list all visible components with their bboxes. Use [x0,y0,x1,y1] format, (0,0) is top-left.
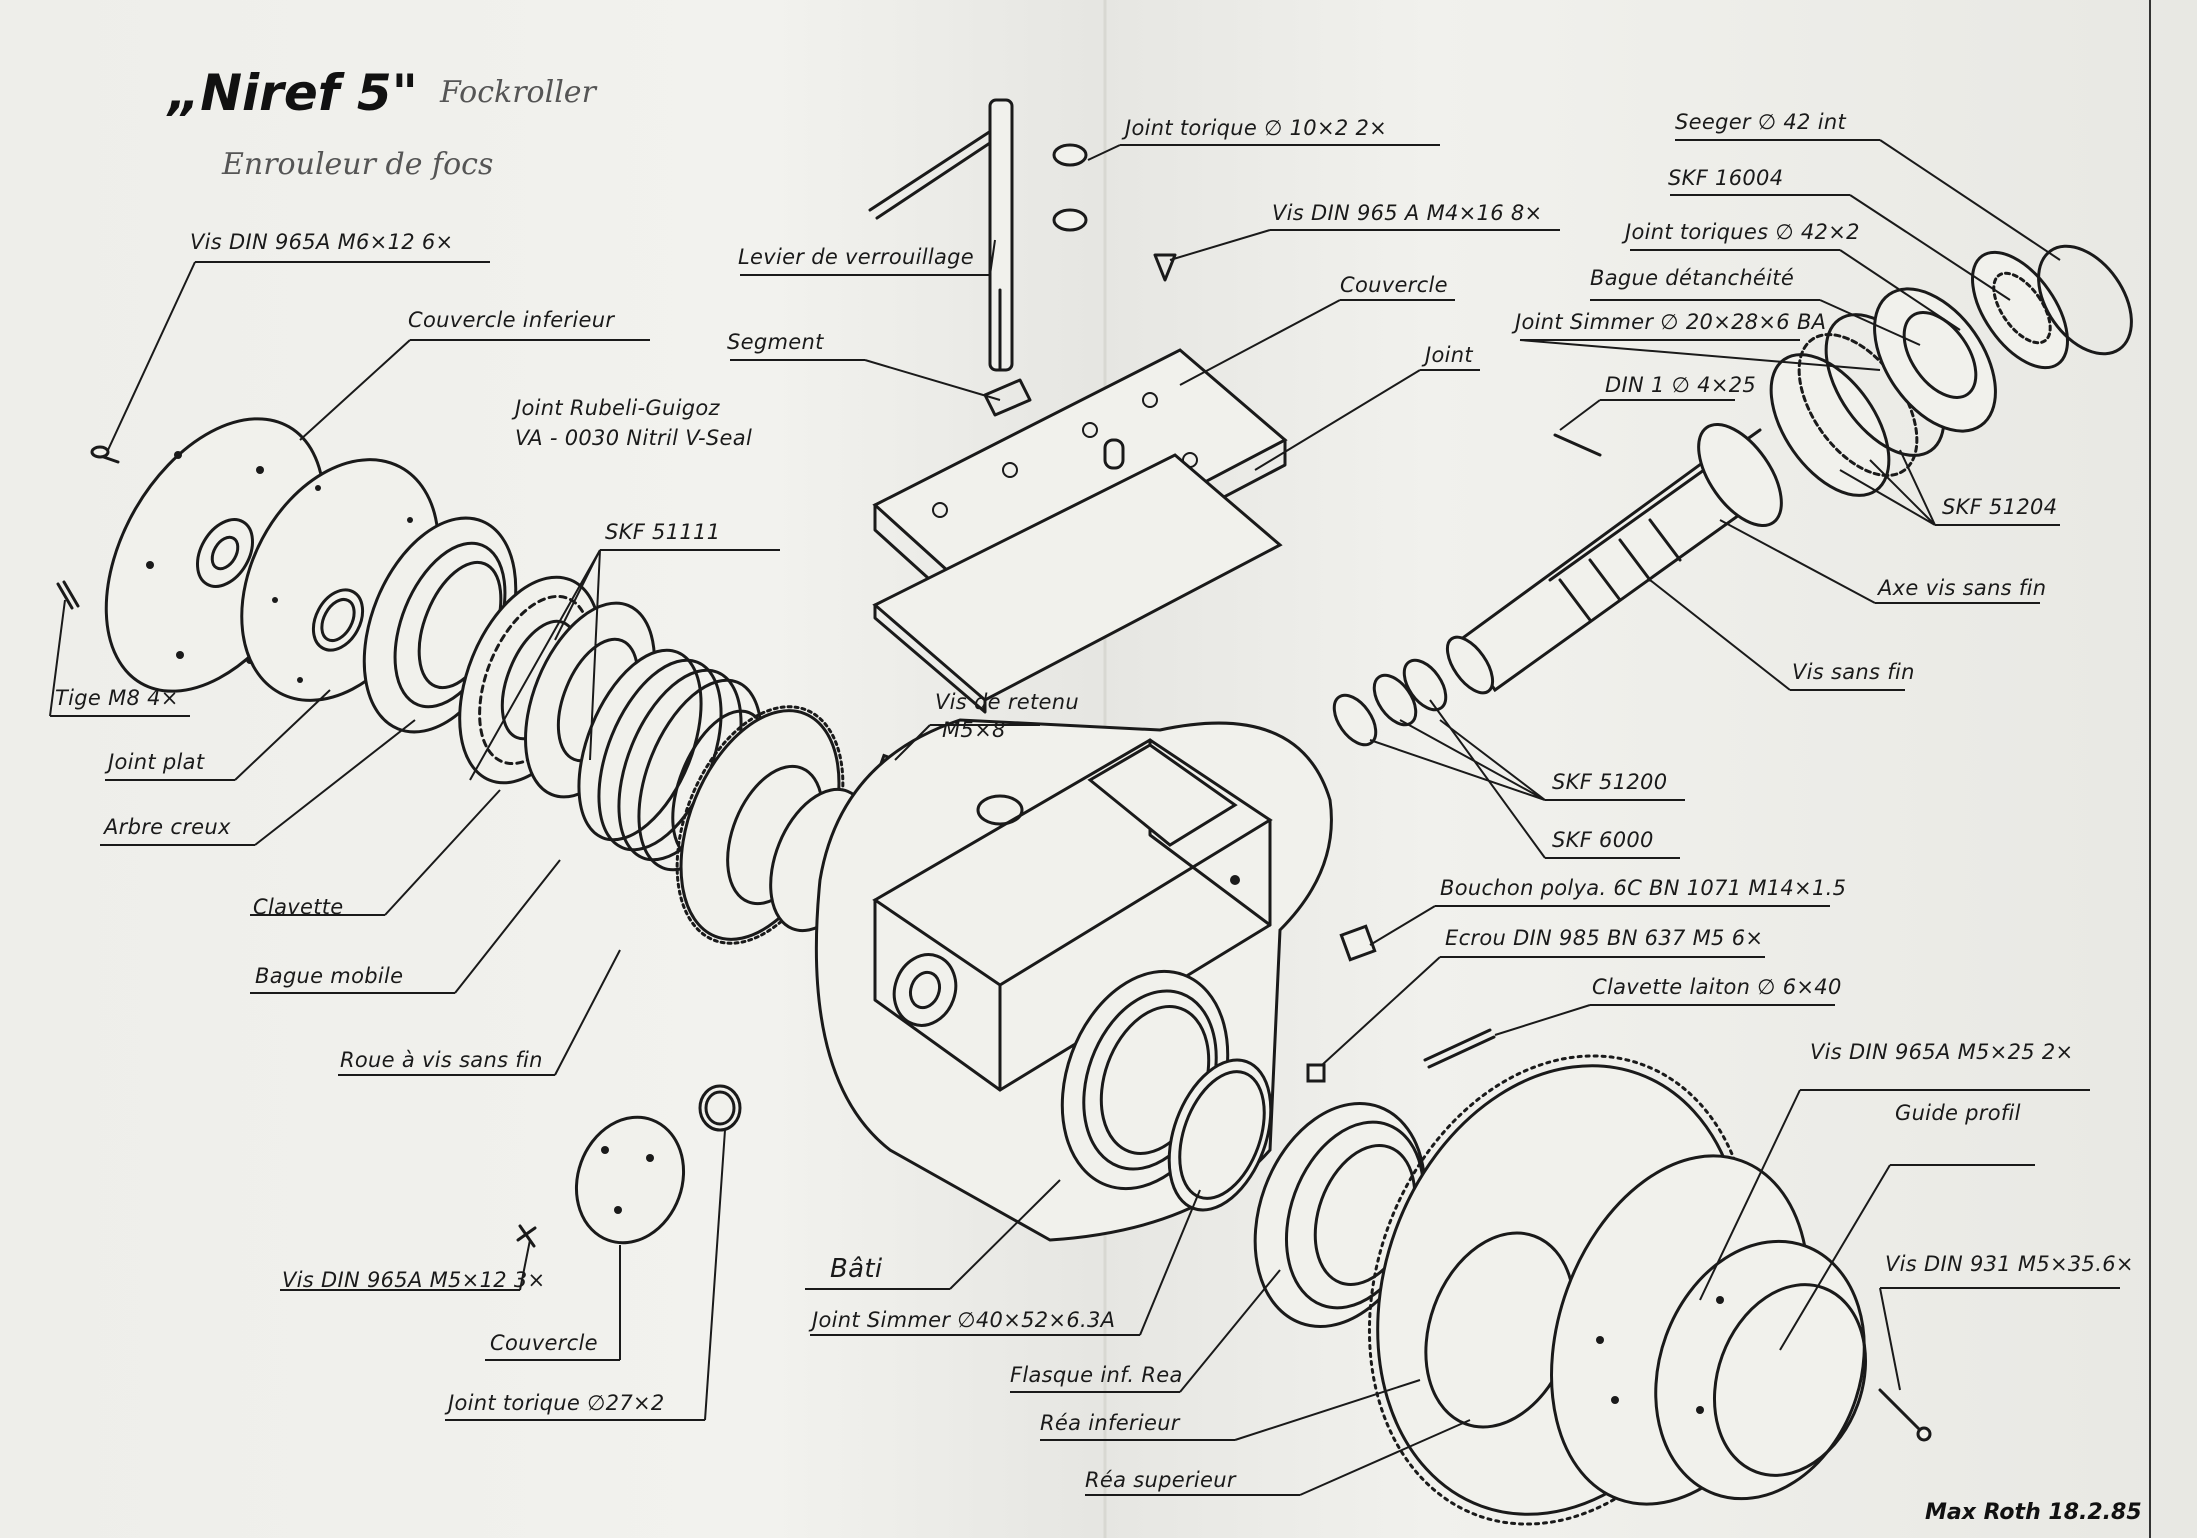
label-segment: Segment [727,330,824,354]
leader-lines [49,139,2120,1496]
couvercle-small-part [574,1115,686,1245]
label-vis-m5-12: Vis DIN 965A M5×12 3× [282,1268,546,1292]
ecrou-part [1306,1063,1326,1083]
label-arbre-creux: Arbre creux [104,815,231,839]
label-joint-torique-10: Joint torique ∅ 10×2 2× [1125,116,1388,140]
clavette-laiton-part [1423,1028,1492,1062]
bague-etancheite-part [1873,287,1997,433]
skf-16004-part [1971,250,2069,370]
label-joint-toriques-42: Joint toriques ∅ 42×2 [1625,220,1860,244]
label-vis-sans-fin: Vis sans fin [1792,660,1915,684]
label-bague-mobile: Bague mobile [255,964,404,988]
din1-pin-part [1553,433,1602,457]
signature-date: Max Roth 18.2.85 [1925,1500,2142,1525]
label-axe-vis: Axe vis sans fin [1878,576,2047,600]
label-clavette: Clavette [253,895,344,919]
label-vis-m5-35: Vis DIN 931 M5×35.6× [1885,1252,2134,1276]
label-skf-6000: SKF 6000 [1552,828,1654,852]
label-joint-simmer-40: Joint Simmer ∅40×52×6.3A [812,1308,1116,1332]
label-guide-profil: Guide profil [1895,1101,2021,1125]
label-tige-m8: Tige M8 4× [55,686,179,710]
label-vis-retenu: Vis de retenu [935,690,1079,714]
label-skf-51200: SKF 51200 [1552,770,1668,794]
screw-m6-part [90,445,120,464]
drawing-title: „Niref 5" [168,64,418,122]
worm-shaft-part [1445,422,1783,695]
joint-gasket-part [872,453,1283,714]
o-ring-10-b [1052,208,1088,232]
small-bearings-part [1332,658,1448,747]
label-joint-simmer-20: Joint Simmer ∅ 20×28×6 BA [1515,310,1827,334]
label-clavette-laiton: Clavette laiton ∅ 6×40 [1592,975,1842,999]
label-bouchon: Bouchon polya. 6C BN 1071 M14×1.5 [1440,876,1847,900]
label-seeger: Seeger ∅ 42 int [1675,110,1846,134]
pencil-note-subtitle: Enrouleur de focs [222,147,494,182]
label-couvercle-small: Couvercle [490,1331,598,1355]
bati-housing-part [814,718,1333,1242]
levier-part [868,98,1032,417]
label-bague-etancheite: Bague détanchéité [1590,266,1795,290]
label-couvercle: Couvercle [1340,273,1448,297]
label-flasque: Flasque inf. Rea [1010,1363,1183,1387]
label-rea-superieur: Réa superieur [1085,1468,1236,1492]
label-joint-rubeli: Joint Rubeli-Guigoz [515,396,720,420]
label-couvercle-inferieur: Couvercle inferieur [408,308,615,332]
pencil-note: Fockroller [440,75,596,110]
label-vis-m6: Vis DIN 965A M6×12 6× [190,230,454,254]
label-joint-torique-27: Joint torique ∅27×2 [448,1391,665,1415]
label-vis-m4: Vis DIN 965 A M4×16 8× [1272,201,1543,225]
label-skf-16004: SKF 16004 [1668,166,1784,190]
label-joint: Joint [1425,343,1473,367]
label-joint-plat: Joint plat [108,750,205,774]
label-joint-rubeli-2: VA - 0030 Nitril V-Seal [515,426,753,450]
screw-m5-35-part [1878,1388,1922,1432]
label-roue-vis: Roue à vis sans fin [340,1048,543,1072]
seeger-part [2037,244,2133,356]
screw-m4-part [1153,253,1177,282]
label-vis-m5-25: Vis DIN 965A M5×25 2× [1810,1040,2074,1064]
label-skf-51111: SKF 51111 [605,520,721,544]
label-levier: Levier de verrouillage [738,245,975,269]
label-skf-51204: SKF 51204 [1942,495,2058,519]
screw-m5-12-part [516,1224,537,1248]
label-ecrou: Ecrou DIN 985 BN 637 M5 6× [1445,926,1764,950]
label-rea-inferieur: Réa inferieur [1040,1411,1180,1435]
o-ring-10-a [1052,143,1088,167]
bouchon-part [1339,924,1377,962]
roue-vis-part [675,705,871,945]
rea-part [1367,1054,1868,1526]
label-bati: Bâti [830,1254,883,1284]
label-din1: DIN 1 ∅ 4×25 [1605,373,1757,397]
label-vis-retenu-m5: M5×8 [942,718,1006,742]
tige-m8-part [56,580,80,610]
